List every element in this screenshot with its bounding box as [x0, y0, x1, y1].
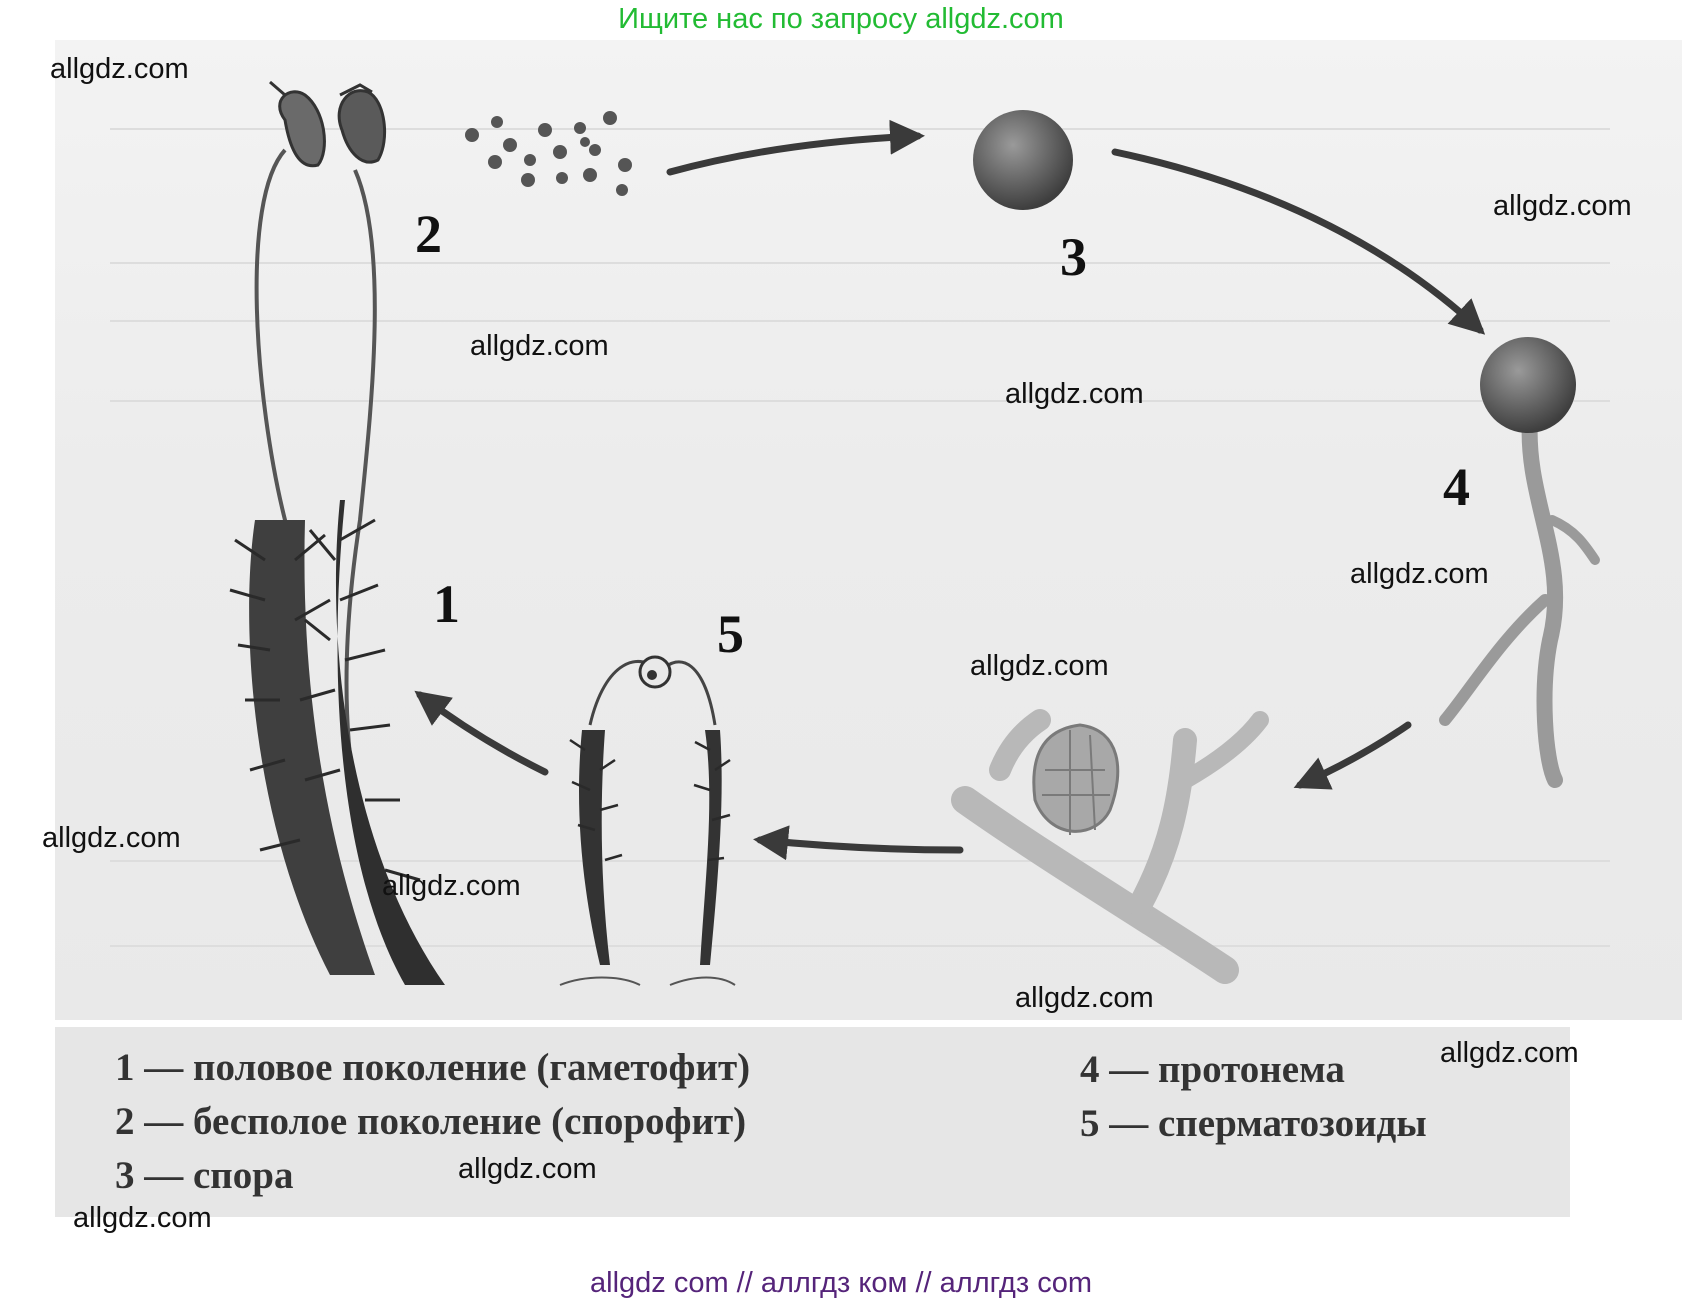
footer-site-links[interactable]: allgdz com // аллгдз ком // аллгдз com — [590, 1267, 1092, 1299]
arrow-gametophytes-to-adult-moss — [414, 690, 549, 776]
background-rule — [110, 945, 1610, 947]
background-rule — [110, 320, 1610, 322]
watermark: allgdz.com — [470, 330, 609, 362]
watermark: allgdz.com — [50, 53, 189, 85]
legend-item-2: 2 — бесполое поколение (спорофит) — [115, 1100, 747, 1143]
arrow-protonema-to-buds — [1293, 721, 1412, 790]
diagram-label-2: 2 — [415, 204, 442, 264]
legend-item-1: 1 — половое поколение (гаметофит) — [115, 1046, 751, 1089]
spore-cluster — [465, 111, 632, 196]
arrow-buds-to-gametophytes — [753, 825, 964, 861]
watermark: allgdz.com — [970, 650, 1109, 682]
legend-panel — [55, 1027, 1570, 1217]
protonema-sprouting-spore — [1439, 337, 1600, 788]
watermark: allgdz.com — [73, 1202, 212, 1234]
watermark: allgdz.com — [382, 870, 521, 902]
arrow-spore-to-protonema — [1111, 148, 1486, 335]
watermark: allgdz.com — [1005, 378, 1144, 410]
legend-item-5: 5 — сперматозоиды — [1080, 1102, 1427, 1145]
watermark: allgdz.com — [1350, 558, 1489, 590]
watermark: allgdz.com — [458, 1153, 597, 1185]
adult-moss-plant — [229, 80, 445, 985]
background-rule — [110, 128, 1610, 130]
diagram-label-1: 1 — [433, 574, 460, 634]
young-gametophytes-with-sperm — [559, 655, 736, 986]
arrow-spores-to-spore — [666, 119, 925, 176]
watermark: allgdz.com — [1015, 982, 1154, 1014]
watermark: allgdz.com — [1440, 1037, 1579, 1069]
diagram-label-4: 4 — [1443, 457, 1470, 517]
legend-item-4: 4 — протонема — [1080, 1048, 1345, 1091]
background-rule — [110, 400, 1610, 402]
single-spore — [973, 110, 1073, 210]
site-promo-banner[interactable]: Ищите нас по запросу allgdz.com — [618, 3, 1064, 35]
protonema-with-buds — [951, 709, 1269, 984]
background-rule — [110, 262, 1610, 264]
watermark: allgdz.com — [1493, 190, 1632, 222]
diagram-label-3: 3 — [1060, 227, 1087, 287]
watermark: allgdz.com — [42, 822, 181, 854]
cycle-arrows — [414, 119, 1486, 861]
background-rule — [110, 860, 1610, 862]
diagram-label-5: 5 — [717, 604, 744, 664]
legend-item-3: 3 — спора — [115, 1154, 294, 1197]
